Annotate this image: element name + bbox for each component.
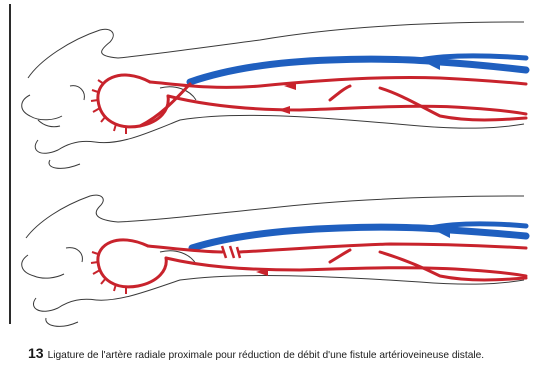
top-vein-branch — [420, 56, 526, 60]
bottom-arteries — [98, 240, 526, 287]
figure-caption: 13 Ligature de l'artère radiale proximale… — [28, 348, 538, 361]
bottom-vein-branch — [430, 224, 526, 228]
figure-number: 13 — [28, 345, 44, 361]
caption-text: Ligature de l'artère radiale proximale p… — [48, 350, 485, 361]
top-panel — [22, 22, 526, 168]
bottom-panel — [22, 195, 526, 326]
ligature-mark — [222, 246, 240, 258]
top-arteries — [98, 75, 526, 127]
